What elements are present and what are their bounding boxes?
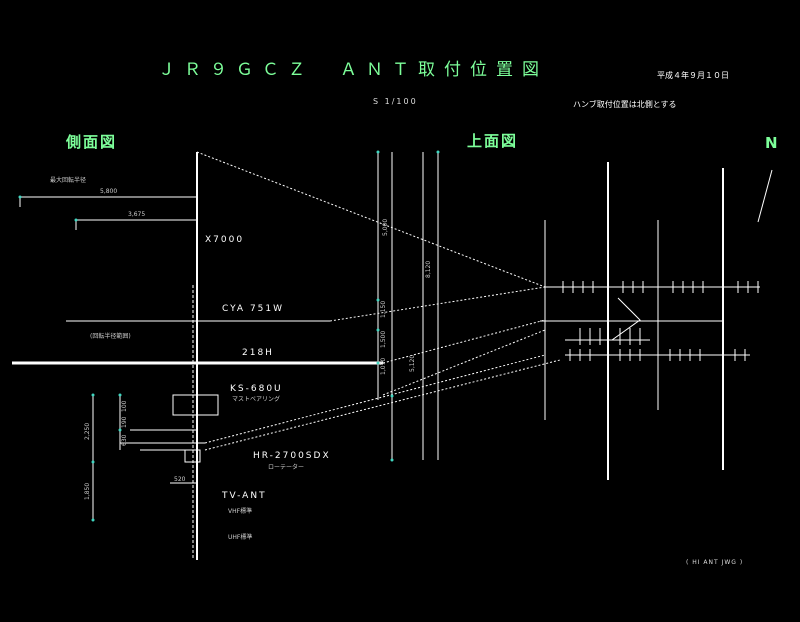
dim-1150: 1,150 xyxy=(380,300,387,318)
dim-100: 100 xyxy=(121,400,128,412)
note-label: ハンブ取付位置は北側とする xyxy=(573,100,677,109)
copyright-label: ( HI ANT JWG ) xyxy=(686,559,744,566)
rotator-box xyxy=(184,449,201,463)
ks680u-label: KS-680U xyxy=(230,384,283,394)
top-view-label: 上面図 xyxy=(467,132,519,150)
dim-5800: 5,800 xyxy=(100,188,118,195)
rotation-range-label: (回転半径範囲) xyxy=(90,333,131,340)
dim-3675: 3,675 xyxy=(128,211,146,218)
ks680u-box xyxy=(172,394,219,416)
scale-label: S 1/100 xyxy=(373,97,418,106)
dim-dots xyxy=(18,150,440,522)
dim-5000: 5,000 xyxy=(382,218,389,236)
tvant-label: TV-ANT xyxy=(222,491,267,501)
rotator-label: ローテーター xyxy=(268,464,305,471)
cya-label: CYA 751W xyxy=(222,304,285,314)
rotation-arrow xyxy=(611,297,641,341)
page-title: ＪＲ９ＧＣＺ ＡＮＴ取付位置図 xyxy=(158,60,548,80)
north-label: N xyxy=(765,134,778,152)
radius-label: 最大回転半径 xyxy=(50,177,87,184)
side-view-label: 側面図 xyxy=(66,133,118,151)
vhf-label: VHF標準 xyxy=(228,508,253,515)
date-label: 平成４年９月１０日 xyxy=(657,71,729,80)
dim-1070: 1,070 xyxy=(380,357,387,375)
dim-2250: 2,250 xyxy=(84,422,91,440)
yagi-elements xyxy=(562,281,759,361)
uhf-label: UHF標準 xyxy=(228,534,253,541)
dim-190: 190 xyxy=(121,416,128,428)
projection-line-top xyxy=(196,151,546,288)
dim-1850: 1,850 xyxy=(84,482,91,500)
hr2700-label: HR-2700SDX xyxy=(253,451,331,461)
north-arrow xyxy=(757,169,773,223)
dim-630: 630 xyxy=(121,434,128,446)
dim-8120: 8,120 xyxy=(425,260,432,278)
dim-1500: 1,500 xyxy=(380,330,387,348)
mast-bearing-label: マストベアリング xyxy=(232,396,281,403)
218h-label: 218H xyxy=(242,348,274,358)
dim-5120: 5,120 xyxy=(409,354,416,372)
x7000-label: X7000 xyxy=(205,235,245,245)
dim-520: 520 xyxy=(174,476,186,483)
